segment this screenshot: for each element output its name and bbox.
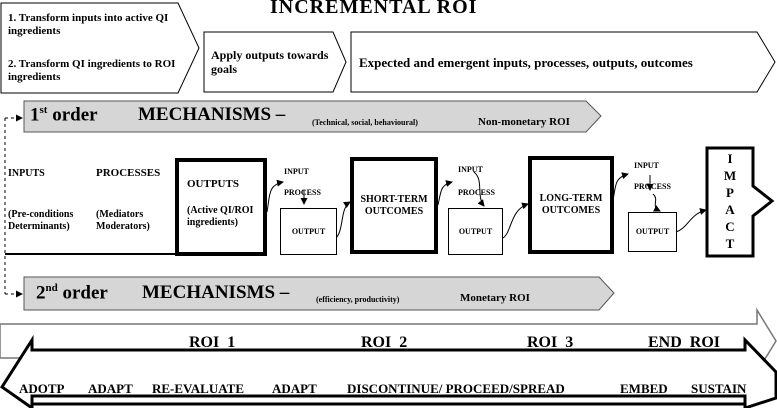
mini-process-3: PROCESS [634, 182, 671, 191]
outputs-heading: OUTPUTS [187, 178, 239, 190]
mini-input-2: INPUT [458, 165, 483, 174]
action-adapt-2: ADAPT [272, 381, 317, 396]
first-order-roi-type: Non-monetary ROI [478, 116, 570, 128]
mini-process-1: PROCESS [284, 188, 321, 197]
short-term-label: SHORT-TERM OUTCOMES [360, 193, 428, 217]
second-order-label: 2nd order [36, 282, 108, 304]
second-order-word: order [62, 282, 108, 304]
action-embed: EMBED [620, 381, 668, 396]
actions-double-arrow [0, 334, 777, 408]
roi-label-3: ROI 3 [527, 334, 574, 351]
mini-input-1: INPUT [284, 167, 309, 176]
impact-letter: C [725, 219, 735, 234]
apply-text: Apply outputs towards goals [211, 48, 329, 76]
outputs-sub: (Active QI/ROI ingredients) [187, 205, 254, 228]
processes-heading: PROCESSES [96, 167, 161, 179]
impact-letter: A [725, 202, 735, 217]
mini-output-3: OUTPUT [635, 227, 670, 236]
inputs-heading: INPUTS [8, 168, 45, 179]
second-order-sup: nd [45, 282, 58, 294]
second-order-roi-type: Monetary ROI [460, 292, 530, 304]
action-re-evaluate: RE-EVALUATE [152, 381, 244, 396]
first-order-label: 1st order [30, 104, 98, 126]
second-order-types: (efficiency, productivity) [316, 295, 400, 304]
mini-process-2: PROCESS [458, 188, 495, 197]
apply-chevron [203, 31, 347, 93]
first-order-types: (Technical, social, behavioural) [312, 118, 418, 127]
impact-label: I M P A C T [712, 150, 748, 252]
action-adapt-1: ADAPT [88, 381, 133, 396]
long-term-label: LONG-TERM OUTCOMES [539, 193, 603, 216]
expected-chevron [350, 31, 776, 93]
action-sustain: SUSTAIN [691, 381, 747, 396]
first-order-number: 1 [30, 104, 40, 126]
first-order-sup: st [39, 104, 48, 116]
inputs-sub: (Pre-conditions Determinants) [8, 209, 74, 232]
impact-letter: I [727, 151, 733, 166]
first-order-word: order [52, 104, 98, 126]
step-2-text: 2. Transform QI ingredients to ROI ingre… [8, 58, 176, 83]
expected-text: Expected and emergent inputs, processes,… [359, 55, 693, 70]
roi-label-2: ROI 2 [361, 334, 408, 351]
second-order-mechanisms: MECHANISMS – [142, 282, 290, 303]
step-1-text: 1. Transform inputs into active QI ingre… [8, 12, 169, 37]
mini-output-1: OUTPUT [291, 226, 326, 236]
mini-output-2: OUTPUT [458, 226, 493, 236]
action-adotp: ADOTP [19, 381, 65, 396]
impact-letter: P [726, 185, 734, 200]
mini-output-box-1: OUTPUT [280, 208, 337, 255]
step-chevron [0, 2, 200, 94]
roi-label-1: ROI 1 [189, 334, 236, 351]
processes-sub: (Mediators Moderators) [96, 209, 150, 232]
roi-label-end: END ROI [648, 334, 721, 351]
short-term-box: SHORT-TERM OUTCOMES [350, 157, 438, 254]
outputs-box: OUTPUTS (Active QI/ROI ingredients) [175, 158, 267, 256]
mini-output-box-2: OUTPUT [448, 208, 503, 255]
page-title: INCREMENTAL ROI [270, 0, 478, 18]
mini-input-3: INPUT [634, 161, 659, 170]
impact-pentagon [705, 146, 775, 258]
second-order-band [23, 276, 615, 311]
long-term-box: LONG-TERM OUTCOMES [528, 156, 614, 254]
mini-output-box-3: OUTPUT [628, 212, 677, 252]
impact-letter: M [723, 168, 737, 183]
first-order-mechanisms: MECHANISMS – [138, 104, 286, 125]
first-order-band [23, 100, 602, 133]
second-order-number: 2 [36, 282, 46, 304]
impact-letter: T [725, 236, 735, 251]
action-discontinue: DISCONTINUE/ PROCEED/SPREAD [347, 381, 565, 396]
